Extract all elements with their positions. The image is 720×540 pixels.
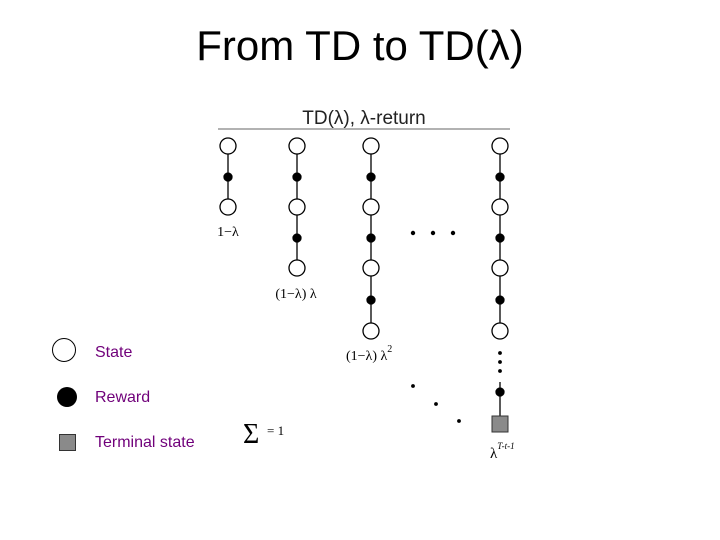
legend-terminal-label: Terminal state [95, 434, 195, 451]
reward-node [366, 295, 376, 305]
vertical-ellipsis [498, 351, 502, 373]
state-node [491, 137, 509, 155]
diagonal-ellipsis [411, 384, 461, 423]
weight-label-3: (1−λ) λ2 [346, 344, 392, 364]
slide-title: From TD to TD(λ) [196, 22, 524, 69]
reward-node [292, 172, 302, 182]
state-node [288, 259, 306, 277]
state-node [288, 137, 306, 155]
state-node [491, 322, 509, 340]
weight-label-2: (1−λ) λ [275, 287, 317, 302]
state-node [362, 198, 380, 216]
state-node [362, 137, 380, 155]
state-node [491, 198, 509, 216]
state-node [288, 198, 306, 216]
backup-column-2 [288, 137, 306, 277]
legend-reward-label: Reward [95, 389, 151, 406]
reward-node [366, 233, 376, 243]
backup-column-final [491, 137, 509, 433]
legend-state-label: State [95, 344, 133, 361]
reward-node [223, 172, 233, 182]
state-node [362, 322, 380, 340]
terminal-node [491, 415, 509, 433]
reward-node [495, 233, 505, 243]
reward-node [366, 172, 376, 182]
sum-symbol: Σ [243, 419, 259, 450]
legend-reward-icon [57, 387, 77, 407]
legend-state-icon [52, 338, 76, 362]
reward-node [495, 295, 505, 305]
sum-text: = 1 [267, 423, 284, 438]
backup-column-3 [362, 137, 380, 340]
diagram-header: TD(λ), λ-return [302, 108, 426, 129]
weight-label-final: λT-t-1 [490, 441, 515, 462]
state-node [491, 259, 509, 277]
weight-label-1: 1−λ [217, 225, 239, 240]
backup-column-1 [219, 137, 237, 216]
state-node [219, 198, 237, 216]
reward-node [495, 387, 505, 397]
state-node [362, 259, 380, 277]
state-node [219, 137, 237, 155]
legend-terminal-icon [59, 434, 76, 451]
horizontal-ellipsis [410, 230, 456, 236]
reward-node [292, 233, 302, 243]
reward-node [495, 172, 505, 182]
